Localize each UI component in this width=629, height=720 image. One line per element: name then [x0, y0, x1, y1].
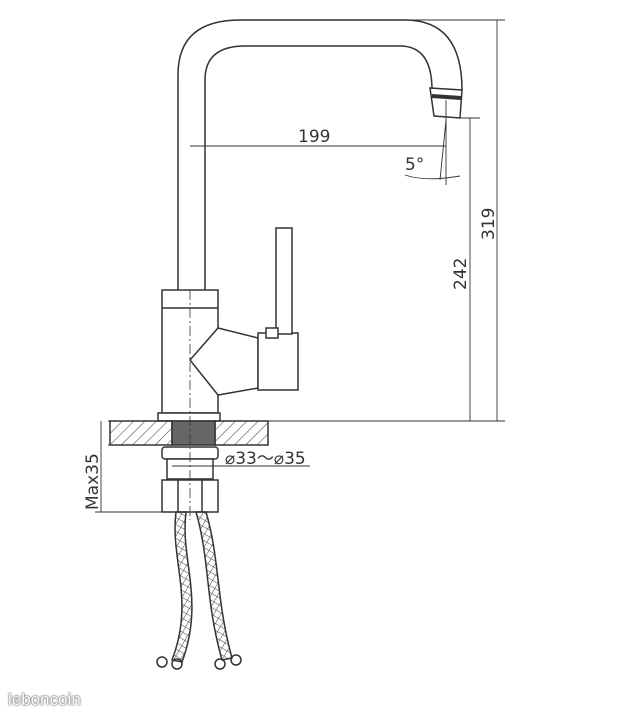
dim-5deg: 5°	[405, 155, 424, 175]
dim-hole-diameter: ⌀33～⌀35	[225, 449, 306, 469]
dim-max35: Max35	[83, 453, 103, 510]
countertop-right	[214, 420, 269, 446]
hose-left	[170, 511, 193, 663]
handle-lever	[275, 227, 293, 335]
thread-shank	[171, 420, 216, 446]
dim-arc-5deg	[404, 174, 461, 180]
spout-inner	[204, 45, 433, 290]
dim-319: 319	[479, 208, 499, 240]
handle-cone	[189, 327, 259, 396]
dim-242: 242	[451, 258, 471, 290]
leboncoin-watermark: leboncoin	[8, 690, 81, 709]
handle-base	[257, 332, 299, 391]
spout-outline	[177, 19, 463, 290]
dim-199: 199	[298, 127, 330, 147]
hose-right	[195, 511, 233, 661]
base-plate	[157, 412, 221, 422]
countertop-left	[109, 420, 173, 446]
